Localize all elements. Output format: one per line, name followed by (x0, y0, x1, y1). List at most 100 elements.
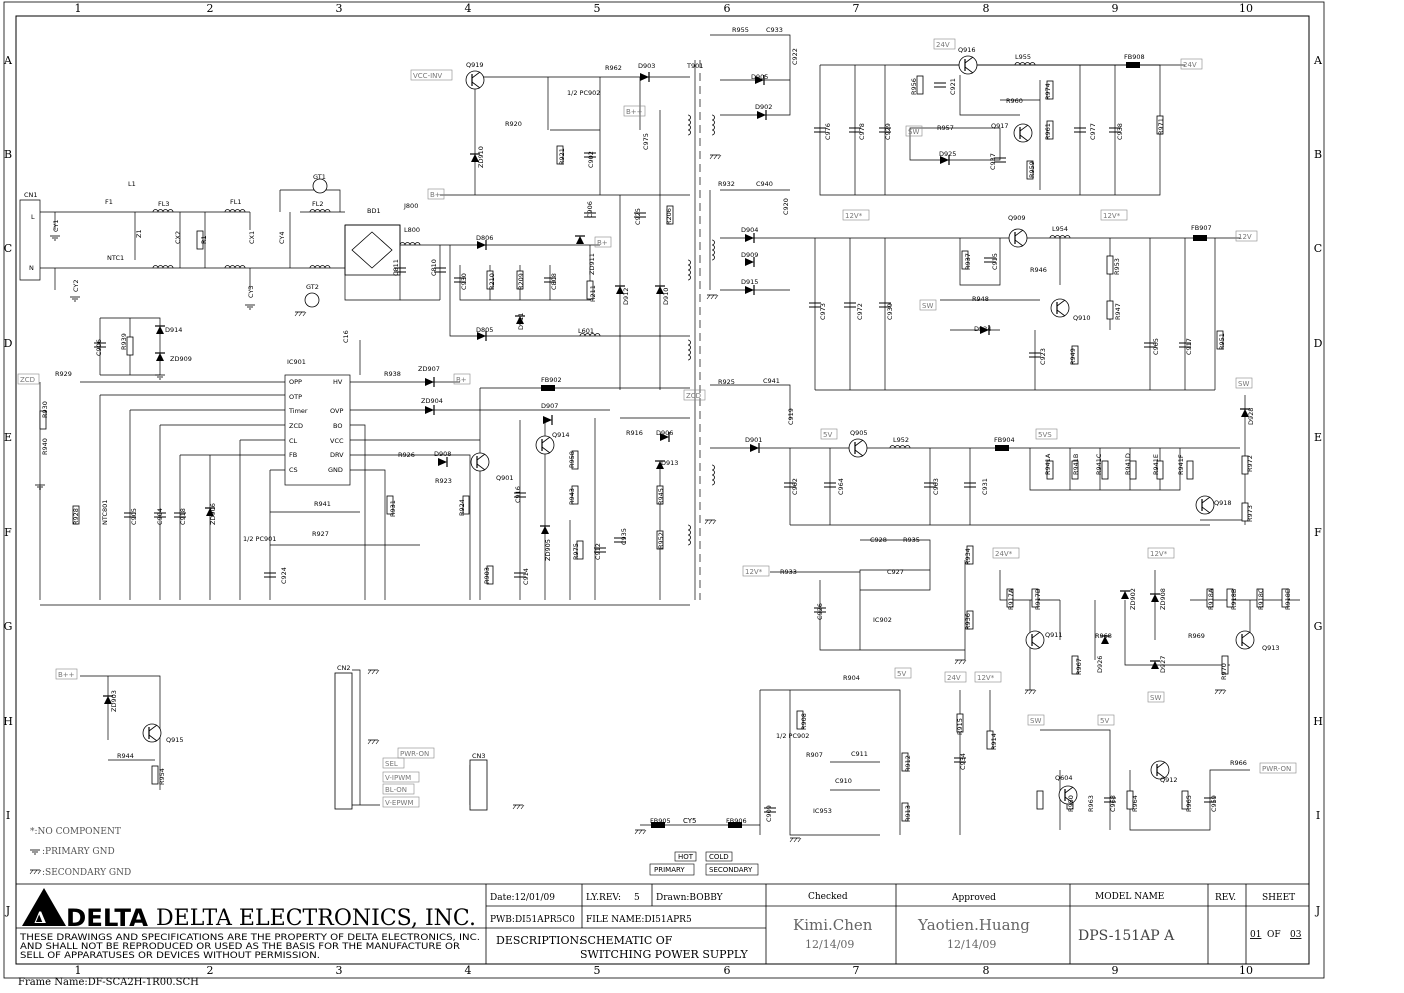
component-label: CY3 (247, 285, 255, 298)
net-flag: 12V* (745, 568, 763, 576)
component-label: R958 (568, 451, 576, 468)
net-flag-box (742, 565, 770, 577)
column-marker-top: 3 (336, 2, 343, 15)
component-label: R917A (1007, 588, 1015, 610)
hot-label: HOT (678, 853, 694, 861)
row-marker-left: D (4, 337, 13, 350)
component-label: ZD902 (1129, 588, 1137, 610)
component-label: R908 (800, 713, 808, 730)
component-label: FB908 (1124, 53, 1145, 61)
component-label: D909 (741, 251, 758, 259)
component-label: D901 (745, 436, 762, 444)
net-flag: 5V (823, 431, 832, 439)
component-label: ZD911 (588, 253, 596, 275)
component-label: C929 (884, 123, 892, 140)
component-label: C916 (514, 486, 522, 503)
component-label: FL2 (312, 200, 324, 208)
component-label: BD1 (367, 207, 381, 215)
component-label: R967 (1075, 658, 1083, 675)
component-label: 1/2 PC902 (776, 732, 809, 740)
component-label: ZD903 (110, 690, 118, 712)
component-label: C811 (392, 259, 400, 276)
column-marker-top: 9 (1112, 2, 1119, 15)
checked-label: Checked (808, 892, 848, 902)
component-label: R961 (1044, 123, 1052, 140)
component-label: C909 (765, 805, 773, 822)
net-flag: 12V* (977, 674, 995, 682)
component-label: R924 (458, 499, 466, 516)
net-flag: SW (908, 128, 919, 136)
component-label: CN2 (337, 664, 351, 672)
net-flag-box (623, 105, 646, 117)
column-marker-bottom: 7 (853, 964, 860, 977)
component-label: R904 (843, 674, 860, 682)
approved-by: Yaotien.Huang (917, 916, 1030, 934)
component-label: R965 (1185, 795, 1193, 812)
component-label: C976 (824, 123, 832, 140)
component-label: J800 (403, 202, 418, 210)
row-marker-right: A (1313, 54, 1323, 67)
component-label: FL1 (230, 198, 242, 206)
component-label: C968 (1109, 795, 1117, 812)
company-name: DELTA ELECTRONICS, INC. (156, 906, 476, 931)
net-flag: PWR-ON (400, 750, 429, 758)
component-label: Q604 (1055, 774, 1073, 782)
net-flag-box (919, 299, 937, 311)
column-marker-bottom: 2 (207, 964, 214, 977)
component-label: Q913 (1262, 644, 1280, 652)
checked-by: Kimi.Chen (793, 916, 873, 934)
net-flag-box (1147, 547, 1175, 559)
component-label: R968 (1095, 632, 1112, 640)
component-label: D902 (755, 103, 772, 111)
net-flag-box (1180, 58, 1203, 70)
net-flag-box (594, 236, 612, 248)
component-label: C940 (756, 180, 773, 188)
component-label: R957 (937, 124, 954, 132)
net-flags: VCC-INVB+B+B+B++B++ZCDZCD24V24V24VSWSWSW… (17, 38, 1297, 808)
component-label: R966 (1230, 759, 1247, 767)
component-label: C904 (156, 508, 164, 525)
component-label: R1 (200, 235, 208, 244)
net-flag-box (992, 547, 1020, 559)
ly-rev-label: LY.REV: (586, 893, 621, 903)
row-marker-left: F (4, 526, 12, 539)
component-label: C965 (1152, 338, 1160, 355)
logo-text: DELTA (66, 904, 148, 932)
component-label: C917 (1185, 338, 1193, 355)
component-label: C959 (1210, 795, 1218, 812)
component-label: R941 (314, 500, 331, 508)
component-label: R962 (605, 64, 622, 72)
component-label: BO (333, 422, 342, 430)
component-label: OPP (289, 378, 302, 386)
component-label: CY2 (72, 279, 80, 292)
row-marker-right: J (1315, 904, 1320, 917)
net-flag-box (382, 757, 405, 769)
component-label: R926 (398, 451, 415, 459)
component-label: C934 (959, 753, 967, 770)
column-marker-bottom: 6 (724, 964, 731, 977)
row-marker-right: C (1314, 242, 1322, 255)
component-label: C918 (179, 508, 187, 525)
component-label: R947 (1114, 303, 1122, 320)
component-label: R972 (1246, 455, 1254, 472)
net-flag-box (55, 668, 78, 680)
net-flag-box (382, 771, 420, 783)
component-label: R941C (1095, 453, 1103, 475)
component-label: Q905 (850, 429, 868, 437)
component-label: R918D (1284, 588, 1292, 610)
component-label: C810 (430, 259, 438, 276)
net-flag: PWR-ON (1262, 765, 1291, 773)
description-line-1: SCHEMATIC OF (580, 934, 673, 947)
row-marker-left: G (4, 620, 13, 633)
component-label: R971 (1157, 118, 1165, 135)
component-label: C902 (587, 151, 595, 168)
net-flag: 5VS (1038, 431, 1052, 439)
component-label: D907 (541, 402, 558, 410)
component-label: C964 (837, 478, 845, 495)
component-label: R960 (1006, 97, 1023, 105)
component-label: C906 (586, 201, 594, 218)
disclaimer-line-2: AND SHALL NOT BE REPRODUCED OR USED AS T… (20, 942, 460, 952)
component-label: R949 (1069, 348, 1077, 365)
component-label: R975 (572, 543, 580, 560)
